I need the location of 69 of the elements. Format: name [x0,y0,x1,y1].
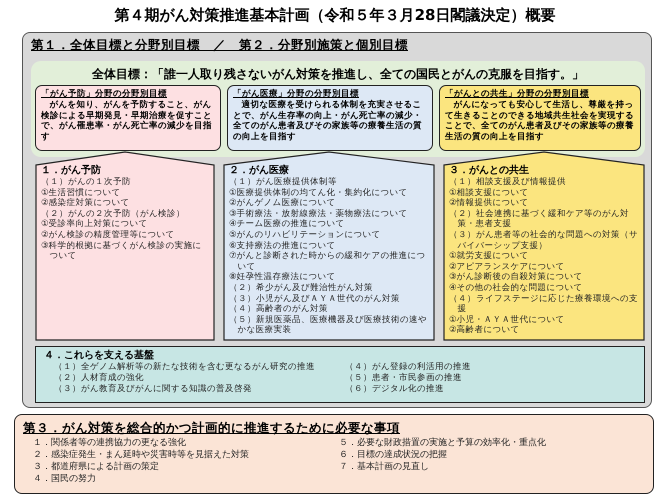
list-item: （１）全ゲノム解析等の新たな技術を含む更なるがん研究の推進 [54,362,316,372]
goal-text: がんになっても安心して生活し、尊厳を持って生きることのできる地域共生社会を実現することで、全てのがん患者及びその家族等の療養生活の質の向上を目指す [445,100,635,142]
goal-box [227,85,433,151]
policy-box [35,151,215,341]
goal-band [31,61,645,157]
section-heading: １．がん予防 [41,164,102,177]
section-panel [22,32,652,408]
list-item: ６．目標の達成状況の把握 [339,449,448,461]
list-item: ①受診率向上対策について [41,219,149,230]
list-item: １．関係者等の連携協力の更なる強化 [33,437,187,449]
goal-statement: 全体目標：「誰一人取り残さないがん対策を推進し、全ての国民とがんの克服を目指す。」 [91,66,585,83]
list-item: （３）がん患者等の社会的な問題への対策（サバイバーシップ支援） [449,230,639,251]
goal-box [439,85,641,151]
list-item: ②高齢者について [449,325,521,336]
list-item: ②感染症対策について [41,198,131,209]
list-item: （４）高齢者のがん対策 [229,304,329,315]
goal-text: 適切な医療を受けられる体制を充実させることで、がん生存率の向上・がん死亡率の減少・全てのがん患者及びその家族等の療養生活の質の向上を目指す [233,100,423,142]
section-heading: ３．がんとの共生 [449,164,530,177]
section-box [14,414,654,494]
list-item: ②アピアランスケアについて [449,262,566,272]
list-item: ②情報提供について [449,198,530,209]
section-heading: 第３．がん対策を総合的かつ計画的に推進するために必要な事項 [23,420,400,437]
list-item: （５）新規医薬品、医療機器及び医療技術の速やかな医療実装 [229,314,428,336]
list-item: ２．感染症発生・まん延時や災害時等を見据えた対策 [33,449,250,461]
goal-box [35,85,221,151]
list-item: （１）がん医療提供体制等 [229,177,338,188]
list-item: （２）がんの２次予防（がん検診） [41,208,186,219]
list-item: ②がんゲノム医療について [229,198,337,208]
list-item: （２）人材育成の強化 [54,373,145,384]
list-item: （１）相談支援及び情報提供 [449,177,567,188]
list-item: ⑥支持療法の推進について [229,240,337,251]
section-heading: ４．これらを支える基盤 [44,349,155,362]
list-item: ③がん診断後の自殺対策について [449,272,584,283]
list-item: ①相談支援について [449,188,530,198]
diagram-title: 第４期がん対策推進基本計画（令和５年３月28日閣議決定）概要 [114,6,556,25]
list-item: ④その他の社会的な問題について [449,282,584,294]
list-item: ３．都道府県による計画の策定 [33,461,160,473]
list-item: ⑦がんと診断された時からの緩和ケアの推進について [229,251,427,272]
goal-heading: 「がん医療」分野の分野別目標 [233,89,360,100]
list-item: ５．必要な財政措置の実施と予算の効率化・重点化 [339,437,547,449]
policy-box [443,151,645,341]
list-item: （２）社会連携に基づく緩和ケア等のがん対策・患者支援 [449,208,630,230]
goal-text: がんを知り、がんを予防すること、がん検診による早期発見・早期治療を促すことで、がん罹患率・がん死亡率の減少を目指す [41,100,213,142]
section-heading: 第１．全体目標と分野別目標 ／ 第２．分野別施策と個別目標 [30,36,409,54]
list-item: ②がん検診の精度管理等について [41,230,176,240]
list-item: ４．国民の努力 [33,473,97,485]
list-item: ①就労支援について [449,251,530,262]
section-heading: ２．がん医療 [229,164,290,177]
list-item: ⑧妊孕性温存療法について [229,272,337,283]
list-item: （２）希少がん及び難治性がん対策 [229,282,374,294]
list-item: （５）患者・市民参画の推進 [345,373,463,384]
list-item: （１）がんの１次予防 [41,177,132,188]
list-item: ①生活習慣について [41,188,122,198]
list-item: （４）がん登録の利活用の推進 [345,362,472,372]
foundation-box [35,346,645,403]
list-item: ③手術療法・放射線療法・薬物療法について [229,208,409,219]
list-item: ７．基本計画の見直し [339,461,430,473]
list-item: （３）がん教育及びがんに関する知識の普及啓発 [54,384,253,395]
list-item: ①医療提供体制の均てん化・集約化について [229,188,409,198]
list-item: （３）小児がん及びＡＹＡ世代のがん対策 [229,294,401,304]
list-item: ③科学的根拠に基づくがん検診の実施について [41,240,203,262]
list-item: ⑤がんのリハビリテーションについて [229,230,382,241]
goal-heading: 「がん予防」分野の分野別目標 [41,89,168,100]
list-item: ①小児・ＡＹＡ世代について [449,314,566,325]
list-item: （６）デジタル化の推進 [345,384,445,395]
list-item: ④チーム医療の推進について [229,219,346,230]
policy-box [223,151,435,341]
list-item: （４）ライフステージに応じた療養環境への支援 [449,294,639,315]
goal-heading: 「がんとの共生」分野の分野別目標 [445,89,590,100]
